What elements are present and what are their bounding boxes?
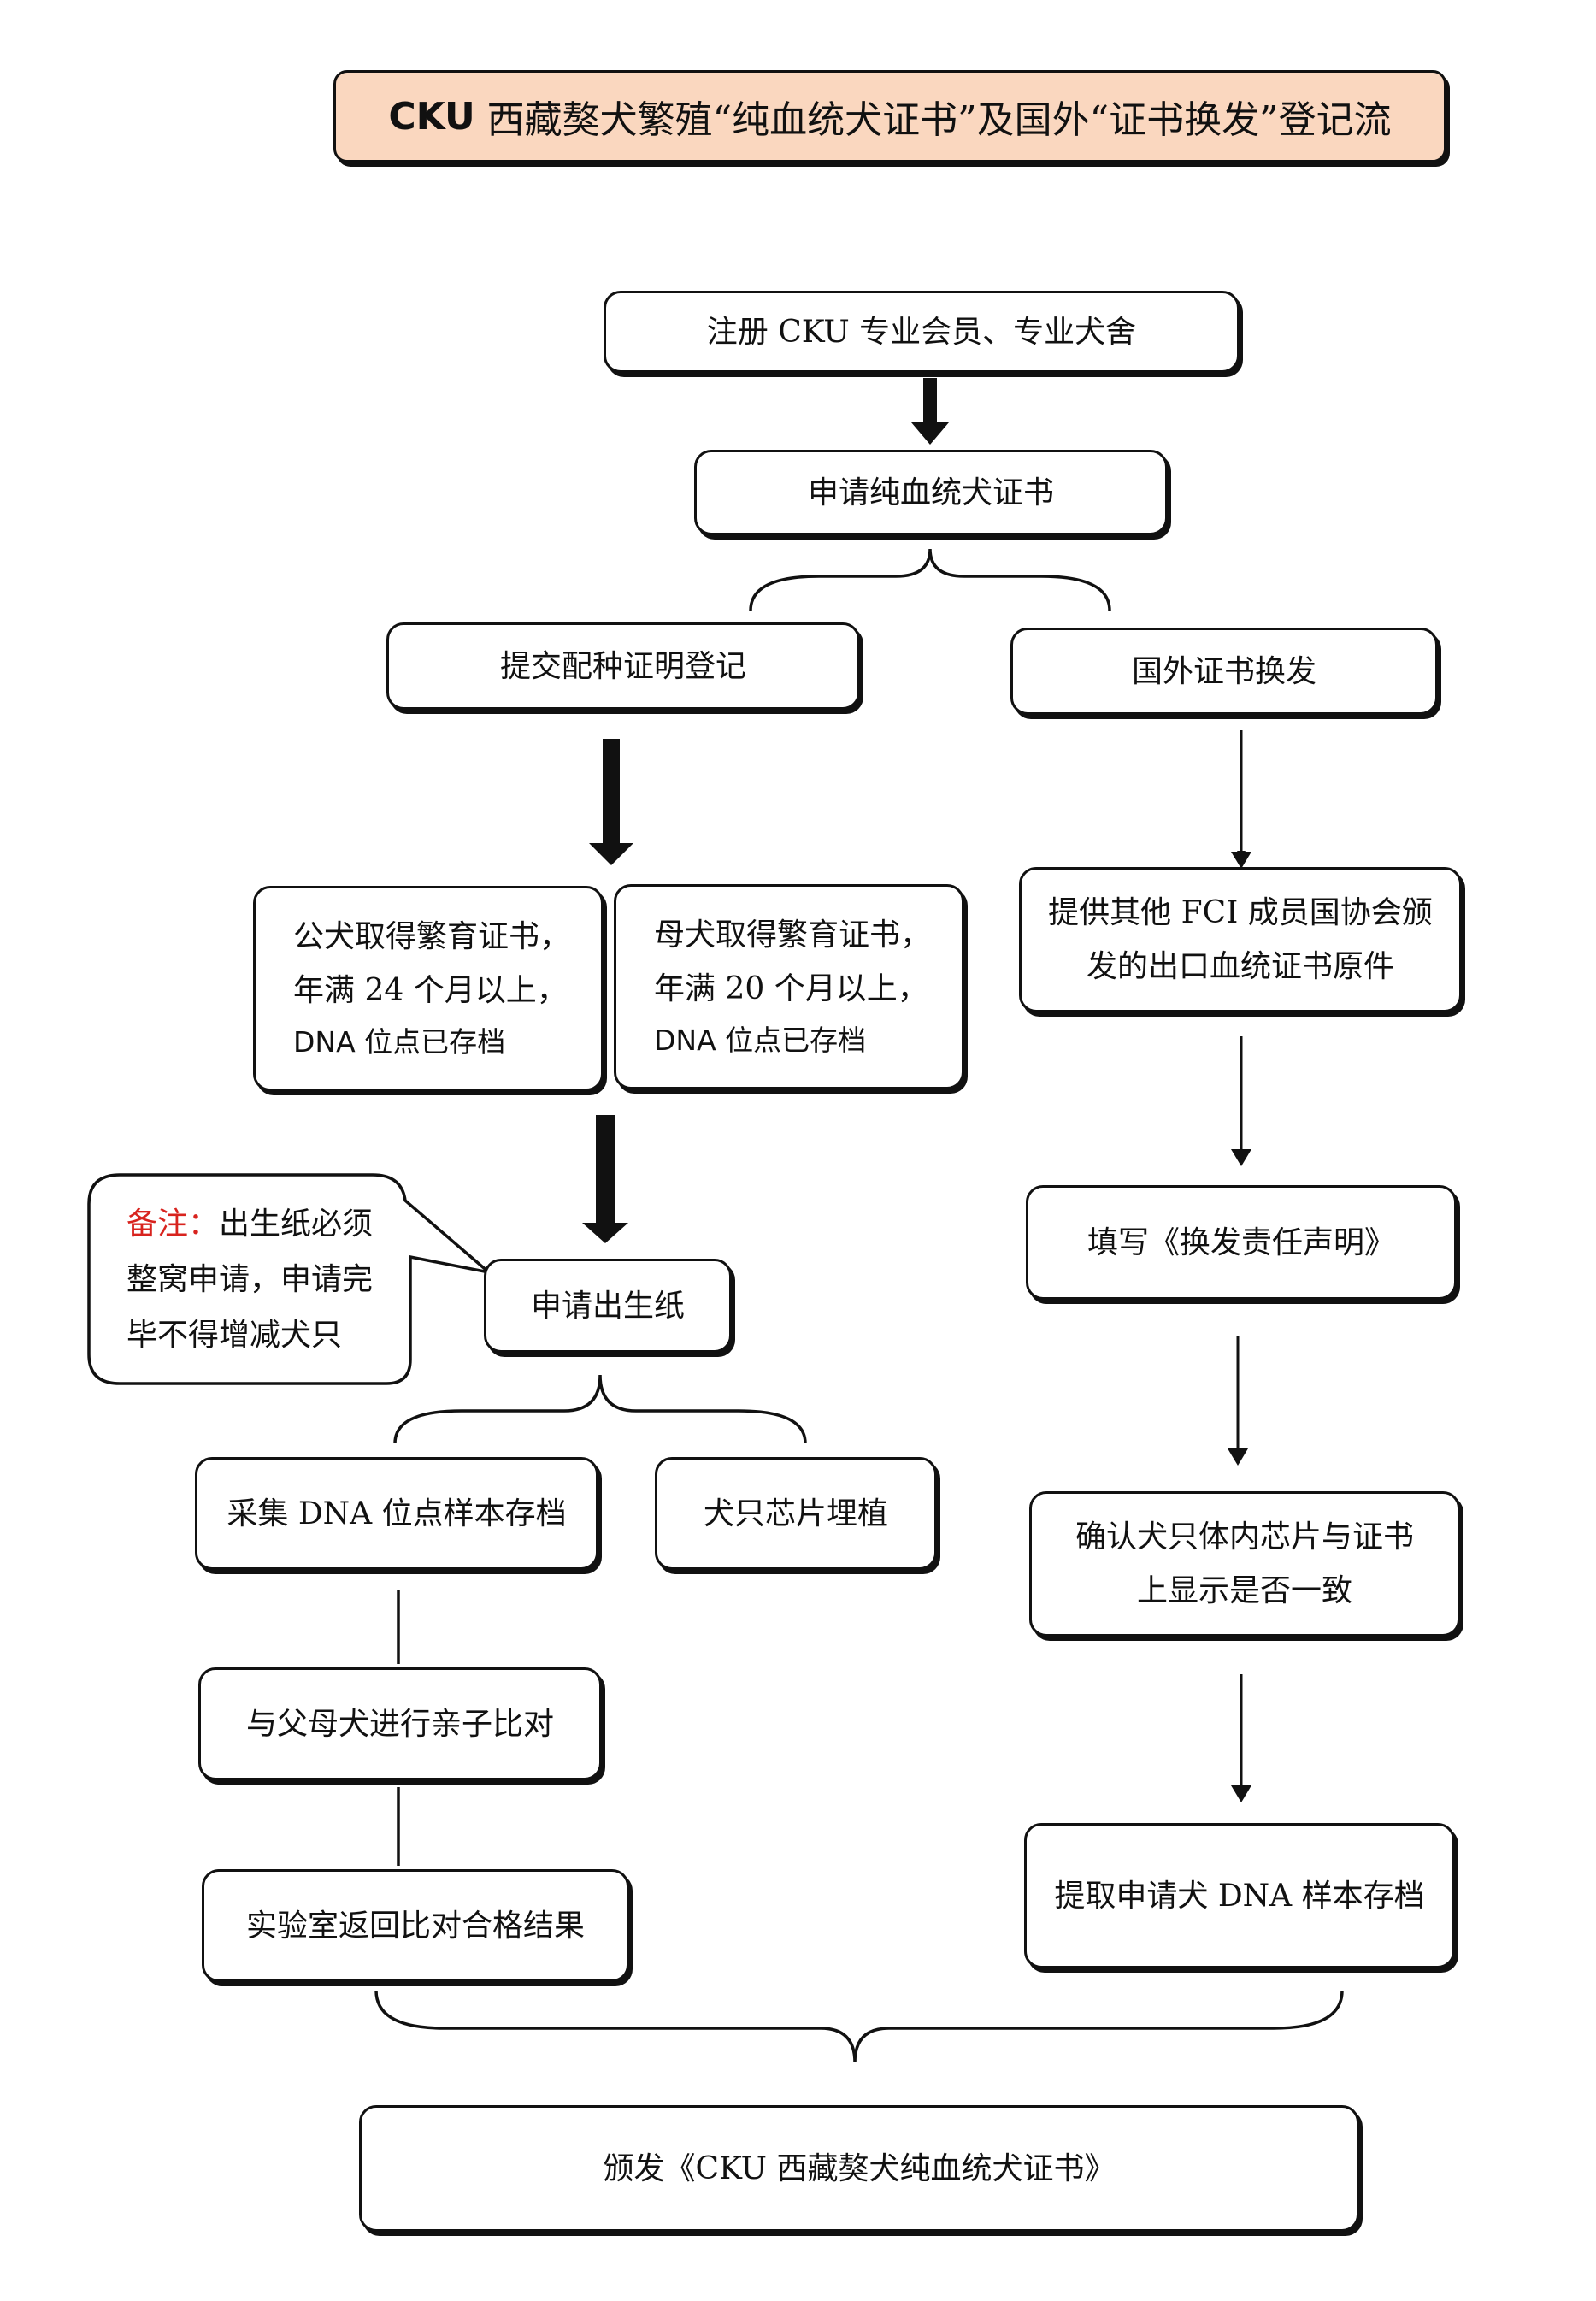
fci-line-2: 发的出口血统证书原件 [1086,949,1394,984]
fci-line-1: 提供其他 FCI 成员国协会颁 [1048,895,1433,930]
node-apply-cert: 申请纯血统犬证书 [694,450,1168,535]
brace-apply-split [749,548,1111,611]
title-prefix: CKU [388,94,475,139]
node-issue-certificate: 颁发《CKU 西藏獒犬纯血统犬证书》 [359,2105,1359,2232]
sire-line-2: 年满 24 个月以上， [293,973,568,1009]
note-line-2: 整窝申请，申请完 [127,1261,374,1297]
node-chip-implant: 犬只芯片埋植 [655,1457,937,1570]
node-statement: 填写《换发责任声明》 [1026,1185,1457,1300]
node-collect-dna: 采集 DNA 位点样本存档 [195,1457,598,1570]
note-line-1: 出生纸必须 [219,1207,374,1242]
note-callout: 备注：出生纸必须 整窝申请，申请完 毕不得增减犬只 [127,1197,400,1363]
confirm-line-2: 上显示是否一致 [1136,1573,1352,1608]
dam-line-1: 母犬取得繁育证书， [654,917,932,953]
node-fci-original: 提供其他 FCI 成员国协会颁 发的出口血统证书原件 [1019,867,1462,1012]
sire-line-3: DNA 位点已存档 [293,1025,506,1059]
node-birth-paper: 申请出生纸 [484,1259,732,1353]
node-sire-requirements: 公犬取得繁育证书， 年满 24 个月以上， DNA 位点已存档 [253,886,604,1091]
dam-line-2: 年满 20 个月以上， [654,971,928,1007]
confirm-line-1: 确认犬只体内芯片与证书 [1075,1519,1414,1555]
note-label: 备注： [127,1207,220,1242]
node-lab-result: 实验室返回比对合格结果 [202,1869,629,1982]
node-breeding-registration: 提交配种证明登记 [386,622,860,710]
thick-arrow-parents-to-birth [582,1115,628,1243]
page-title: CKU 西藏獒犬繁殖“纯血统犬证书”及国外“证书换发”登记流 [333,70,1446,162]
title-text: 西藏獒犬繁殖“纯血统犬证书”及国外“证书换发”登记流 [486,98,1392,142]
node-confirm-chip: 确认犬只体内芯片与证书 上显示是否一致 [1029,1491,1460,1637]
sire-line-1: 公犬取得繁育证书， [293,919,571,955]
thick-arrow-register-to-apply [911,378,949,445]
dam-line-3: DNA 位点已存档 [654,1024,867,1058]
thick-arrow-breeding-to-parents [589,739,633,865]
note-callout-bubble [87,1173,495,1385]
brace-birth-split [393,1374,807,1444]
node-register: 注册 CKU 专业会员、专业犬舍 [604,291,1240,373]
node-dam-requirements: 母犬取得繁育证书， 年满 20 个月以上， DNA 位点已存档 [614,884,964,1089]
node-extract-dna: 提取申请犬 DNA 样本存档 [1024,1823,1455,1968]
note-line-3: 毕不得增减犬只 [127,1317,343,1353]
node-parent-comparison: 与父母犬进行亲子比对 [198,1667,602,1780]
node-foreign-exchange: 国外证书换发 [1010,628,1438,715]
brace-merge-issue [374,1990,1344,2063]
